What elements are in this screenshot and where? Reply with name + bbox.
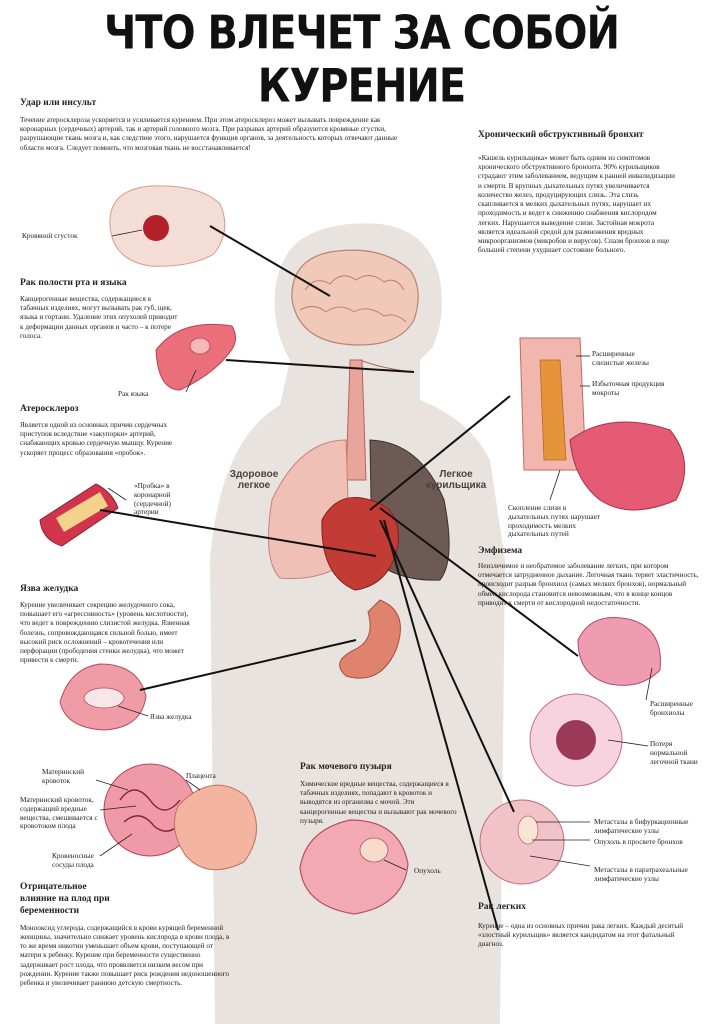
bifurcation-label: Метастазы в бифуркационные лимфатические… bbox=[594, 817, 689, 835]
maternal-harmful-label: Материнский кровоток, содержащий вредные… bbox=[20, 795, 98, 831]
mouth-cancer-section: Рак полости рта и языка Канцерогенные ве… bbox=[20, 278, 180, 341]
lung-cancer-text: Курение – одна из основных причин рака л… bbox=[478, 922, 684, 949]
placenta-label: Плацента bbox=[186, 771, 216, 780]
maternal-blood-label: Материнский кровоток bbox=[42, 767, 85, 785]
body-silhouette bbox=[210, 223, 505, 1024]
bronchitis-heading: Хронический обструктивный бронхит bbox=[478, 130, 644, 140]
brain-image bbox=[291, 249, 419, 346]
connector-lines bbox=[99, 225, 579, 931]
mouth-cancer-text: Канцерогенные вещества, содержащиеся в т… bbox=[20, 295, 178, 340]
tongue-cancer-image bbox=[155, 323, 236, 391]
lung-cancer-heading: Рак легких bbox=[478, 902, 526, 912]
ulcer-section: Язва желудка Курение увеличивает секреци… bbox=[20, 584, 198, 666]
smoker-lung-label: Легкое курильщика bbox=[425, 469, 487, 491]
bronchitis-text: «Кашель курильщика» может быть одним из … bbox=[478, 154, 675, 255]
lung-cancer-section: Рак легких Курение – одна из основных пр… bbox=[478, 902, 700, 950]
sputum-label: Избыточная продукция мокроты bbox=[592, 379, 665, 397]
tumor-label: Опухоль bbox=[414, 866, 441, 875]
bladder-heading: Рак мочевого пузыря bbox=[300, 762, 392, 772]
atherosclerosis-heading: Атеросклероз bbox=[20, 404, 79, 414]
paratracheal-label: Метастазы в паратрахеальные лимфатически… bbox=[594, 865, 688, 883]
pregnancy-heading: Отрицательное влияние на плод при береме… bbox=[20, 882, 110, 916]
bladder-text: Химические вредные вещества, содержащиес… bbox=[300, 780, 457, 825]
blood-clot-label: Кровяной сгусток bbox=[22, 231, 78, 240]
lung-cancer-image bbox=[479, 799, 565, 885]
ulcer-heading: Язва желудка bbox=[20, 584, 79, 594]
glands-label: Расширенные слизистые железы bbox=[592, 349, 649, 367]
stroke-section: Удар или инсульт Течение атеросклероза у… bbox=[20, 98, 410, 153]
bronchial-tumor-label: Опухоль в просвете бронхов bbox=[594, 837, 683, 846]
stroke-heading: Удар или инсульт bbox=[20, 98, 97, 108]
bladder-section: Рак мочевого пузыря Химические вредные в… bbox=[300, 762, 460, 826]
emphysema-text: Неизлечимое и необратимое заболевание ле… bbox=[478, 562, 699, 607]
healthy-lung-label: Здоровое легкое bbox=[229, 469, 279, 491]
page-title: ЧТО ВЛЕЧЕТ ЗА СОБОЙ КУРЕНИЕ bbox=[103, 7, 620, 113]
artery-plug-label: «Пробка» в коронарной (сердечной) артери… bbox=[134, 481, 171, 517]
trachea bbox=[345, 359, 367, 481]
atherosclerosis-text: Является одной из основных причин сердеч… bbox=[20, 421, 173, 457]
mouth-cancer-heading: Рак полости рта и языка bbox=[20, 278, 127, 288]
tongue-cancer-label: Рак языка bbox=[118, 389, 149, 398]
bronchitis-section: Хронический обструктивный бронхит «Кашел… bbox=[478, 130, 678, 255]
pregnancy-section: Отрицательное влияние на плод при береме… bbox=[20, 882, 232, 988]
emphysema-image bbox=[577, 617, 661, 686]
emphysema-heading: Эмфизема bbox=[478, 546, 523, 556]
atherosclerosis-section: Атеросклероз Является одной из основных … bbox=[20, 404, 180, 458]
tissue-loss-label: Потеря нормальной легочной ткани bbox=[650, 739, 698, 766]
bronchioles-label: Расширенные бронхиолы bbox=[650, 699, 693, 717]
stroke-text: Течение атеросклероза ускоряется и усили… bbox=[20, 116, 398, 152]
bronchioles-image bbox=[569, 421, 686, 511]
emphysema-section: Эмфизема Неизлечимое и необратимое забол… bbox=[478, 546, 700, 608]
blood-clot-image bbox=[143, 215, 169, 241]
fetal-vessels-label: Кровеносные сосуды плода bbox=[52, 851, 94, 869]
stomach-image bbox=[339, 599, 401, 679]
fetus-image bbox=[173, 784, 257, 871]
mucus-label: Скопление слизи в дыхательных путях нару… bbox=[508, 503, 600, 539]
ulcer-label: Язва желудка bbox=[150, 712, 192, 721]
ulcer-text: Курение увеличивает секрецию желудочного… bbox=[20, 601, 190, 665]
pregnancy-text: Монооксид углерода, содержащийся в крови… bbox=[20, 923, 230, 987]
